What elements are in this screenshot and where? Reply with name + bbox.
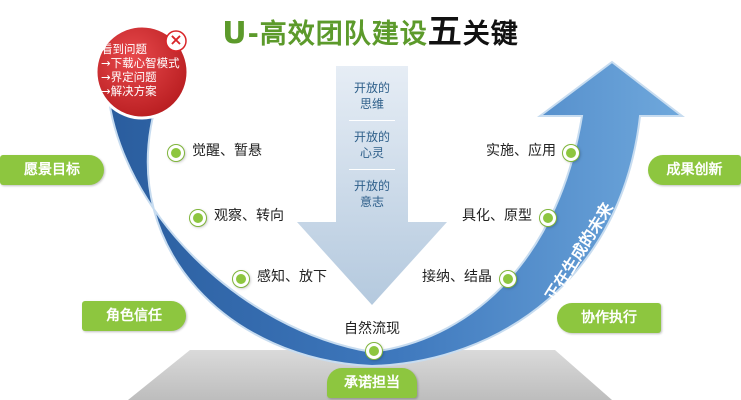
left-step: 觉醒、暂悬 [192, 143, 262, 159]
circle-line: 看到问题 [101, 42, 147, 56]
left-step: 观察、转向 [214, 208, 284, 224]
step-dot [563, 145, 579, 161]
circle-text-block: 看到问题 →下载心智模式 →界定问题 →解决方案 [101, 42, 180, 98]
circle-line: →解决方案 [101, 84, 157, 98]
page-title: U-高效团队建设五关键 [0, 4, 741, 53]
close-circle-bg [165, 30, 187, 52]
center-item: 开放的 思维 [353, 81, 390, 111]
circle-line: →界定问题 [101, 70, 157, 84]
step-dot [233, 271, 249, 287]
title-part-five: 五 [427, 12, 463, 52]
tag-innovation: 成果创新 [648, 155, 741, 185]
step-dot [540, 210, 556, 226]
tag-collaboration: 协作执行 [557, 303, 661, 333]
step-dot [168, 145, 184, 161]
center-divider [349, 120, 395, 121]
tag-role-trust: 角色信任 [82, 301, 186, 331]
left-step: 感知、放下 [257, 269, 327, 285]
center-down-arrow [297, 66, 447, 305]
center-item: 开放的 心灵 [353, 130, 390, 160]
step-dot [366, 343, 382, 359]
center-divider [349, 169, 395, 170]
question-circle [94, 24, 190, 120]
tag-vision: 愿景目标 [0, 155, 104, 185]
step-dot [500, 271, 516, 287]
step-dot [190, 210, 206, 226]
title-part-u: U [222, 16, 248, 51]
title-part-key: 关键 [462, 19, 519, 50]
center-arrow-text: 开放的 思维 开放的 心灵 开放的 意志 [337, 80, 407, 210]
right-step: 接纳、结晶 [422, 269, 492, 285]
u-curve-band [106, 60, 685, 368]
right-step: 实施、应用 [486, 143, 556, 159]
right-step: 具化、原型 [462, 208, 532, 224]
center-item: 开放的 意志 [353, 179, 390, 209]
close-icon[interactable]: × [169, 30, 183, 49]
bottom-step: 自然流现 [344, 321, 400, 337]
circle-line: →下载心智模式 [101, 56, 180, 70]
tag-commitment: 承诺担当 [327, 368, 417, 398]
title-part-main: -高效团队建设 [247, 19, 428, 50]
